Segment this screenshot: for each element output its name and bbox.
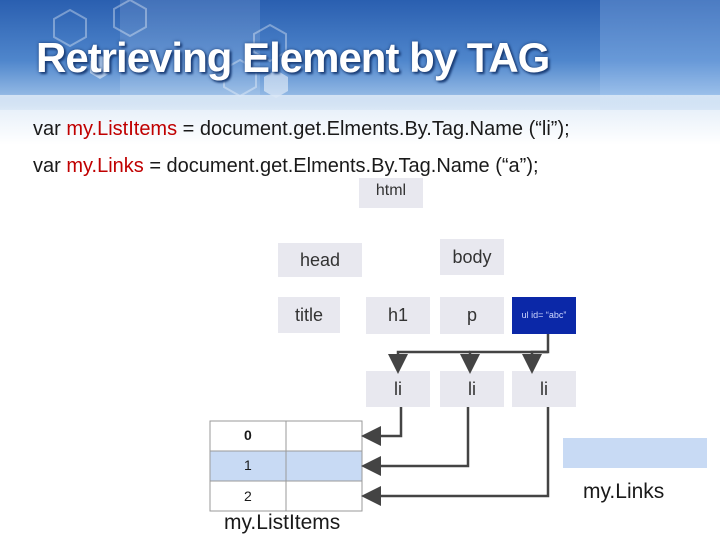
listitems-index-cell-1: [209, 450, 287, 482]
code-line-links: var my.Links = document.get.Elments.By.T…: [33, 155, 539, 178]
node-html: html: [359, 178, 423, 208]
banner-decoration: [53, 0, 720, 110]
links-array-cell: [563, 438, 707, 468]
slide-title: Retrieving Element by TAG: [36, 34, 550, 81]
title-banner: [0, 0, 720, 110]
links-label: my.Links: [583, 480, 665, 503]
arrow-li-2-to-index-1: [361, 407, 470, 476]
listitems-index-cell-2: [209, 480, 287, 512]
arrow-li-1-to-index-0: [361, 407, 403, 446]
index-0: 0: [244, 427, 252, 443]
banner-fade: [0, 95, 720, 145]
node-li-2: li: [440, 371, 504, 407]
code-line-listitems: var my.ListItems = document.get.Elments.…: [33, 118, 570, 141]
listitems-index-cell-0: [209, 420, 287, 452]
node-p: p: [440, 297, 504, 334]
node-h1: h1: [366, 297, 430, 334]
code-expression: = document.get.Elments.By.Tag.Name (“a”)…: [143, 155, 539, 177]
node-li-3: li: [512, 371, 576, 407]
node-ul: ul id= “abc”: [512, 297, 576, 334]
node-head: head: [278, 243, 362, 277]
listitems-label: my.ListItems: [224, 511, 341, 534]
code-variable: my.ListItems: [66, 118, 178, 140]
node-title: title: [278, 297, 340, 333]
code-variable: my.Links: [66, 155, 144, 177]
index-2: 2: [244, 488, 252, 504]
arrow-ul-to-li-2: [460, 350, 548, 374]
node-li-1: li: [366, 371, 430, 407]
arrow-ul-to-li-1: [388, 350, 470, 374]
arrow-li-3-to-index-2: [361, 407, 550, 506]
listitems-value-cell-0: [285, 420, 363, 452]
node-body: body: [440, 239, 504, 275]
code-keyword: var: [33, 118, 67, 140]
code-expression: = document.get.Elments.By.Tag.Name (“li”…: [177, 118, 570, 140]
code-keyword: var: [33, 155, 67, 177]
index-1: 1: [244, 457, 252, 473]
listitems-value-cell-2: [285, 480, 363, 512]
